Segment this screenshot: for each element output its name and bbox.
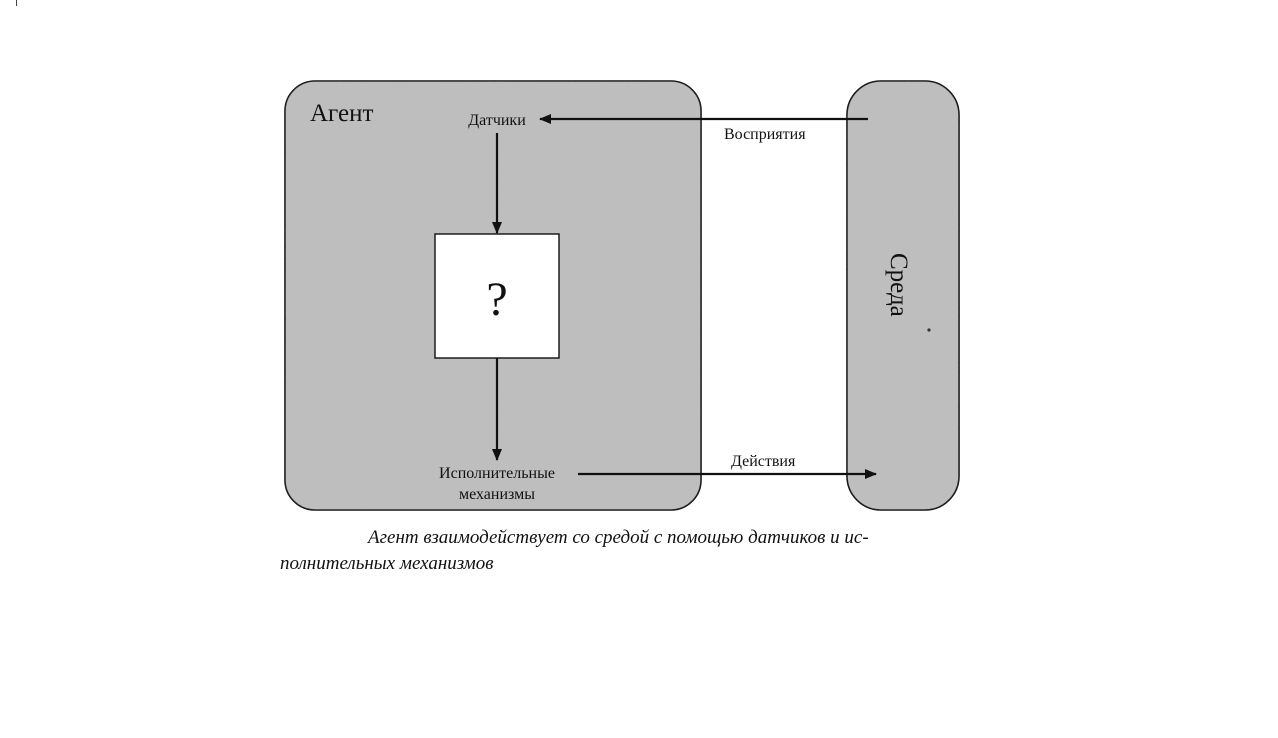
actions-label: Действия: [731, 453, 796, 470]
environment-panel: [846, 80, 960, 511]
environment-label: Среда: [885, 253, 912, 317]
agent-label: Агент: [310, 100, 373, 127]
caption-line-2: полнительных механизмов: [280, 553, 494, 574]
figure-caption: Агент взаимодействует со средой с помощь…: [280, 525, 970, 577]
actuators-label-line1: Исполнительные: [439, 465, 555, 482]
sensors-label: Датчики: [468, 112, 526, 129]
actuators-label-line2: механизмы: [459, 486, 535, 503]
page-edge-mark: [16, 0, 17, 6]
caption-line-1: Агент взаимодействует со средой с помощь…: [368, 527, 869, 548]
print-speck: [927, 328, 931, 332]
unknown-symbol: ?: [486, 273, 507, 326]
percepts-label: Восприятия: [724, 126, 806, 143]
